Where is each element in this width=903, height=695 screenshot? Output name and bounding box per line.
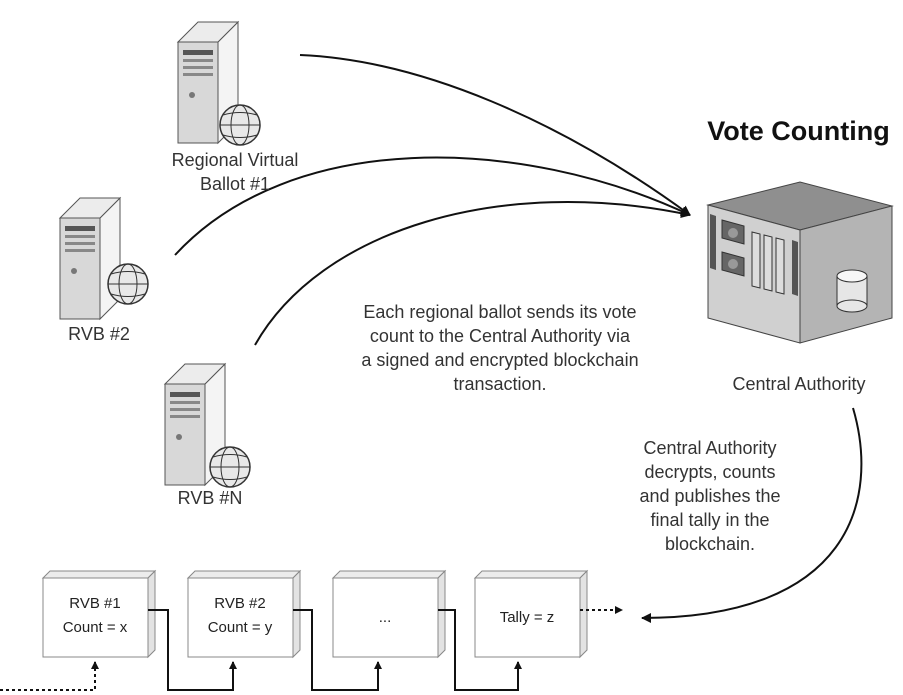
block-1-line1: RVB #1 (69, 595, 120, 612)
publish-description: Central Authority decrypts, counts and p… (639, 438, 781, 554)
send-description: Each regional ballot sends its vote coun… (361, 302, 639, 394)
blockchain-block-1: RVB #1 Count = x (41, 569, 157, 659)
server-rvb1-icon (176, 20, 261, 146)
block-4-line1: Tally = z (500, 609, 555, 626)
chain-link-incoming (0, 661, 99, 691)
server-rvbn-icon (163, 362, 251, 488)
blockchain-block-4: Tally = z (473, 569, 589, 659)
central-authority-label: Central Authority (732, 374, 866, 394)
arrow-rvb1-to-authority (299, 54, 691, 216)
block-1-line2: Count = x (63, 619, 128, 636)
arrow-authority-to-blockchain (641, 407, 863, 623)
blockchain-block-3: ... (331, 569, 447, 659)
chain-link-1-2 (148, 609, 237, 691)
rvb1-label: Regional Virtual Ballot #1 (171, 150, 299, 194)
chain-link-3-4 (438, 609, 522, 691)
server-rvb2-icon (58, 196, 149, 321)
arrow-rvbn-to-authority (254, 201, 691, 346)
rvbn-label: RVB #N (177, 488, 243, 508)
arrow-rvb2-to-authority (174, 156, 691, 256)
chain-link-2-3 (293, 609, 382, 691)
block-2-line2: Count = y (208, 619, 273, 636)
block-3-line1: ... (379, 609, 392, 626)
blockchain-block-2: RVB #2 Count = y (186, 569, 302, 659)
rvb2-label: RVB #2 (68, 324, 130, 344)
central-authority-server-icon (706, 181, 894, 344)
page-title: Vote Counting (707, 116, 890, 146)
block-2-line1: RVB #2 (214, 595, 265, 612)
